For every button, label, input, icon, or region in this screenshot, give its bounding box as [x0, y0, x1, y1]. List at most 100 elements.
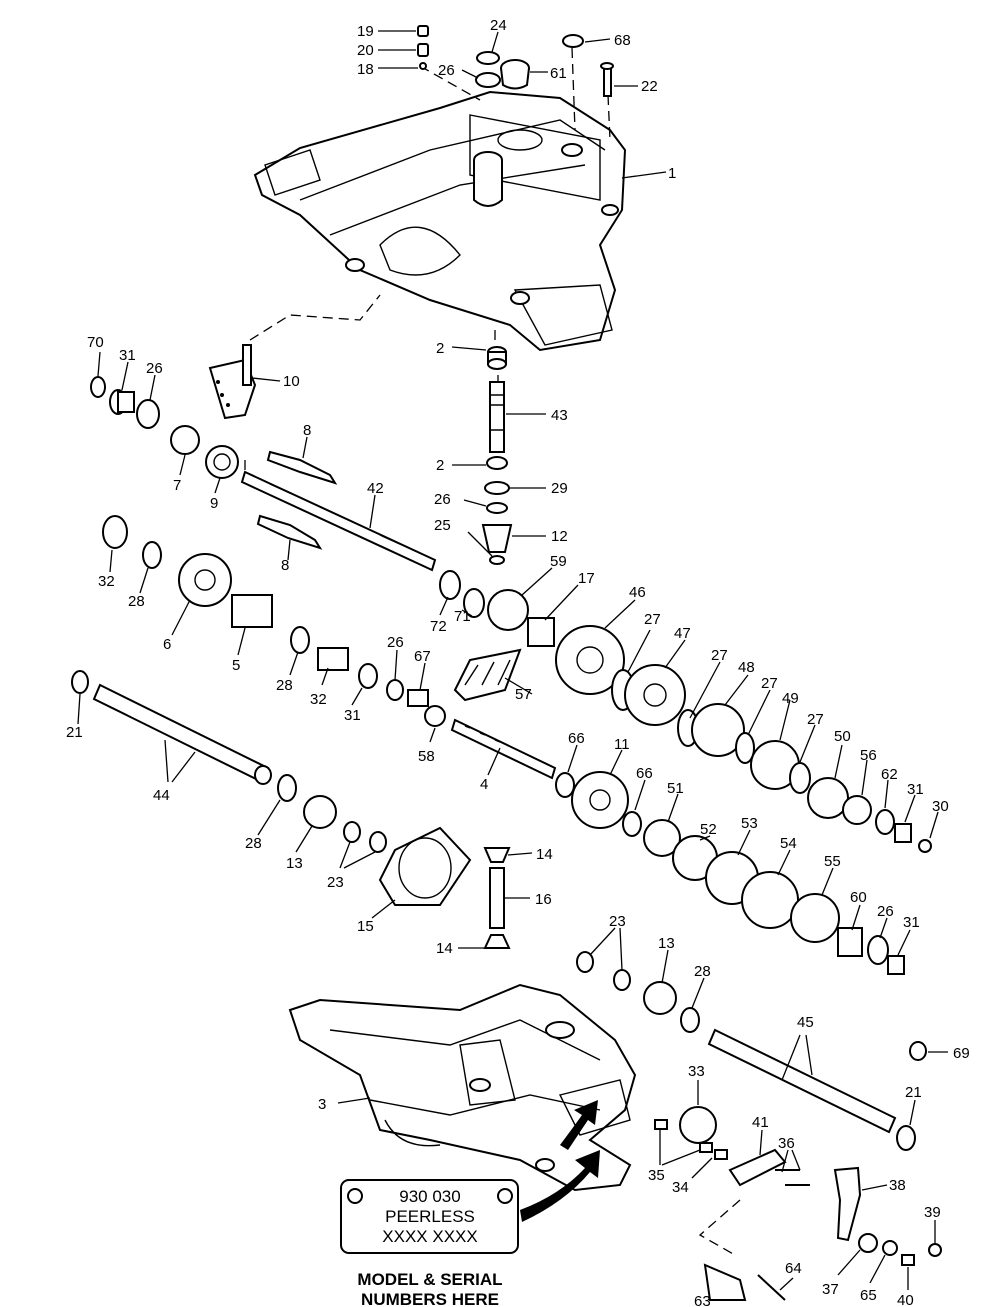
- plate-line-1: 930 030: [399, 1187, 460, 1206]
- callout: 38: [889, 1177, 906, 1194]
- callout: 28: [694, 963, 711, 980]
- callout: 23: [609, 913, 626, 930]
- callout: 22: [641, 78, 658, 95]
- callout: 21: [905, 1084, 922, 1101]
- callout: 2: [436, 340, 444, 357]
- shift-forks: [256, 450, 338, 550]
- callout: 47: [674, 625, 691, 642]
- callout: 67: [414, 648, 431, 665]
- callout: 27: [807, 711, 824, 728]
- callout: 15: [357, 918, 374, 935]
- callout: 7: [173, 477, 181, 494]
- callout: 28: [128, 593, 145, 610]
- callout: 60: [850, 889, 867, 906]
- callout: 26: [146, 360, 163, 377]
- callout: 17: [578, 570, 595, 587]
- callout: 30: [932, 798, 949, 815]
- callout: 23: [327, 874, 344, 891]
- callout: 29: [551, 480, 568, 497]
- callout: 31: [903, 914, 920, 931]
- callout: 32: [310, 691, 327, 708]
- callout: 27: [644, 611, 661, 628]
- callout: 64: [785, 1260, 802, 1277]
- callout: 18: [357, 61, 374, 78]
- callout: 58: [418, 748, 435, 765]
- callout: 36: [778, 1135, 795, 1152]
- differential: [277, 774, 511, 949]
- callout: 34: [672, 1179, 689, 1196]
- callout: 26: [434, 491, 451, 508]
- callout: 43: [551, 407, 568, 424]
- callout: 11: [614, 736, 630, 753]
- callout: 40: [897, 1292, 914, 1307]
- upper-housing: [253, 90, 627, 352]
- callout: 5: [232, 657, 240, 674]
- callout: 8: [281, 557, 289, 574]
- callout-numbers: 19 20 18 24 26 61 68 22 1 70 31 26 10 2 …: [66, 17, 970, 1307]
- caption-line-1: MODEL & SERIAL: [357, 1270, 502, 1289]
- callout: 33: [688, 1063, 705, 1080]
- callout: 19: [357, 23, 374, 40]
- caption-line-2: NUMBERS HERE: [361, 1290, 499, 1307]
- callout: 41: [752, 1114, 769, 1131]
- shaft-42: [240, 470, 437, 572]
- shift-lever: [208, 344, 257, 420]
- callout: 21: [66, 724, 83, 741]
- callout: 50: [834, 728, 851, 745]
- callout: 57: [515, 686, 532, 703]
- right-axle: [576, 951, 927, 1151]
- assembly-lines: [244, 47, 741, 1256]
- callout: 52: [700, 821, 717, 838]
- callout: 26: [877, 903, 894, 920]
- callout: 62: [881, 766, 898, 783]
- callout: 35: [648, 1167, 665, 1184]
- callout: 71: [454, 608, 471, 625]
- upper-left-parts: [90, 376, 239, 479]
- callout: 39: [924, 1204, 941, 1221]
- callout: 65: [860, 1287, 877, 1304]
- callout: 69: [953, 1045, 970, 1062]
- callout: 72: [430, 618, 447, 635]
- shaft-4: [424, 705, 557, 780]
- callout: 55: [824, 853, 841, 870]
- callout: 27: [761, 675, 778, 692]
- callout: 70: [87, 334, 104, 351]
- callout: 14: [536, 846, 553, 863]
- callout: 48: [738, 659, 755, 676]
- callout: 42: [367, 480, 384, 497]
- top-hardware: [417, 25, 614, 97]
- callout: 26: [387, 634, 404, 651]
- callout: 51: [667, 780, 684, 797]
- callout: 16: [535, 891, 552, 908]
- housing-arrow: [560, 1100, 598, 1150]
- lower-housing: [288, 983, 637, 1192]
- callout: 9: [210, 495, 218, 512]
- callout: 53: [741, 815, 758, 832]
- callout: 59: [550, 553, 567, 570]
- callout: 6: [163, 636, 171, 653]
- callout: 14: [436, 940, 453, 957]
- callout: 45: [797, 1014, 814, 1031]
- plate-arrow: [520, 1150, 600, 1222]
- callout: 13: [286, 855, 303, 872]
- callout: 28: [245, 835, 262, 852]
- leader-lines: [77, 30, 948, 1291]
- callout: 26: [438, 62, 455, 79]
- callout: 44: [153, 787, 170, 804]
- gear-row-lower: [555, 771, 905, 975]
- callout: 66: [636, 765, 653, 782]
- callout: 31: [907, 781, 924, 798]
- callout: 56: [860, 747, 877, 764]
- callout: 20: [357, 42, 374, 59]
- callout: 66: [568, 730, 585, 747]
- chain-57: [453, 648, 522, 702]
- plate-line-2: PEERLESS: [385, 1207, 475, 1226]
- axle-44: [71, 670, 272, 785]
- callout: 37: [822, 1281, 839, 1298]
- callout: 32: [98, 573, 115, 590]
- plate-line-3: XXXX XXXX: [382, 1227, 477, 1246]
- callout: 28: [276, 677, 293, 694]
- callout: 25: [434, 517, 451, 534]
- callout: 4: [480, 776, 488, 793]
